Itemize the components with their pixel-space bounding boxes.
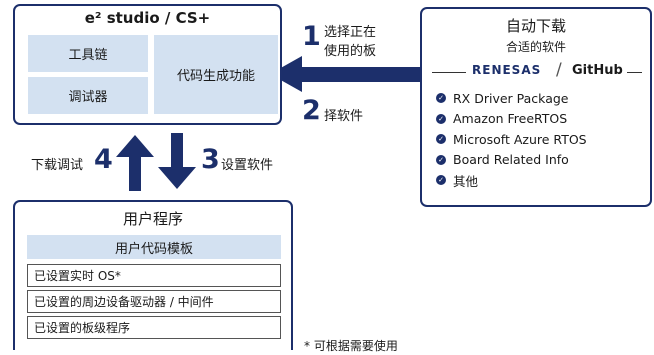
code-generation-cell: 代码生成功能	[154, 35, 278, 114]
auto-download-panel: 自动下载 合适的软件 RENESAS / GitHub ✓RX Driver P…	[420, 7, 652, 207]
list-item: ✓RX Driver Package	[436, 88, 587, 109]
list-item: ✓Microsoft Azure RTOS	[436, 129, 587, 150]
brand-row: RENESAS / GitHub	[432, 60, 642, 81]
brand-separator: /	[556, 60, 562, 80]
software-list: ✓RX Driver Package ✓Amazon FreeRTOS ✓Mic…	[436, 88, 587, 191]
toolchain-cell: 工具链	[28, 35, 148, 72]
check-icon: ✓	[436, 134, 446, 145]
check-icon: ✓	[436, 154, 446, 165]
list-item: ✓其他	[436, 170, 587, 191]
list-item: ✓Amazon FreeRTOS	[436, 109, 587, 130]
step-2-label: 择软件	[324, 109, 364, 124]
github-logo: GitHub	[572, 63, 623, 78]
program-title: 用户程序	[122, 210, 183, 228]
brand-line-left	[432, 72, 466, 73]
ide-panel: e² studio / CS+ 工具链 调试器 代码生成功能	[13, 4, 282, 125]
list-item: ✓Board Related Info	[436, 150, 587, 171]
check-icon: ✓	[436, 175, 446, 186]
debugger-cell: 调试器	[28, 77, 148, 114]
step-4-label: 下载调试	[31, 158, 84, 173]
footnote: * 可根据需要使用	[304, 339, 398, 353]
step-1-label-line2: 使用的板	[324, 44, 377, 59]
download-subtitle: 合适的软件	[505, 40, 566, 54]
check-icon: ✓	[436, 93, 446, 104]
download-title: 自动下载	[505, 17, 566, 35]
user-code-template: 用户代码模板	[27, 235, 281, 259]
program-row-drivers: 已设置的周边设备驱动器 / 中间件	[27, 290, 281, 313]
renesas-logo: RENESAS	[472, 63, 542, 77]
program-row-board: 已设置的板级程序	[27, 316, 281, 339]
arrow-down-set-software	[158, 133, 196, 189]
step-1-label-line1: 选择正在	[324, 25, 377, 40]
check-icon: ✓	[436, 113, 446, 124]
user-program-panel: 用户程序 用户代码模板 已设置实时 OS* 已设置的周边设备驱动器 / 中间件 …	[13, 200, 293, 350]
ide-title: e² studio / CS+	[84, 9, 211, 27]
brand-line-right	[627, 72, 642, 73]
step-2-number: 2	[302, 95, 321, 126]
step-4-number: 4	[94, 144, 113, 175]
arrow-left-to-codegen	[270, 56, 420, 92]
arrow-up-download-debug	[116, 135, 154, 191]
step-3-label: 设置软件	[221, 158, 274, 173]
step-1-number: 1	[302, 21, 321, 52]
program-row-rtos: 已设置实时 OS*	[27, 264, 281, 287]
step-3-number: 3	[201, 144, 220, 175]
